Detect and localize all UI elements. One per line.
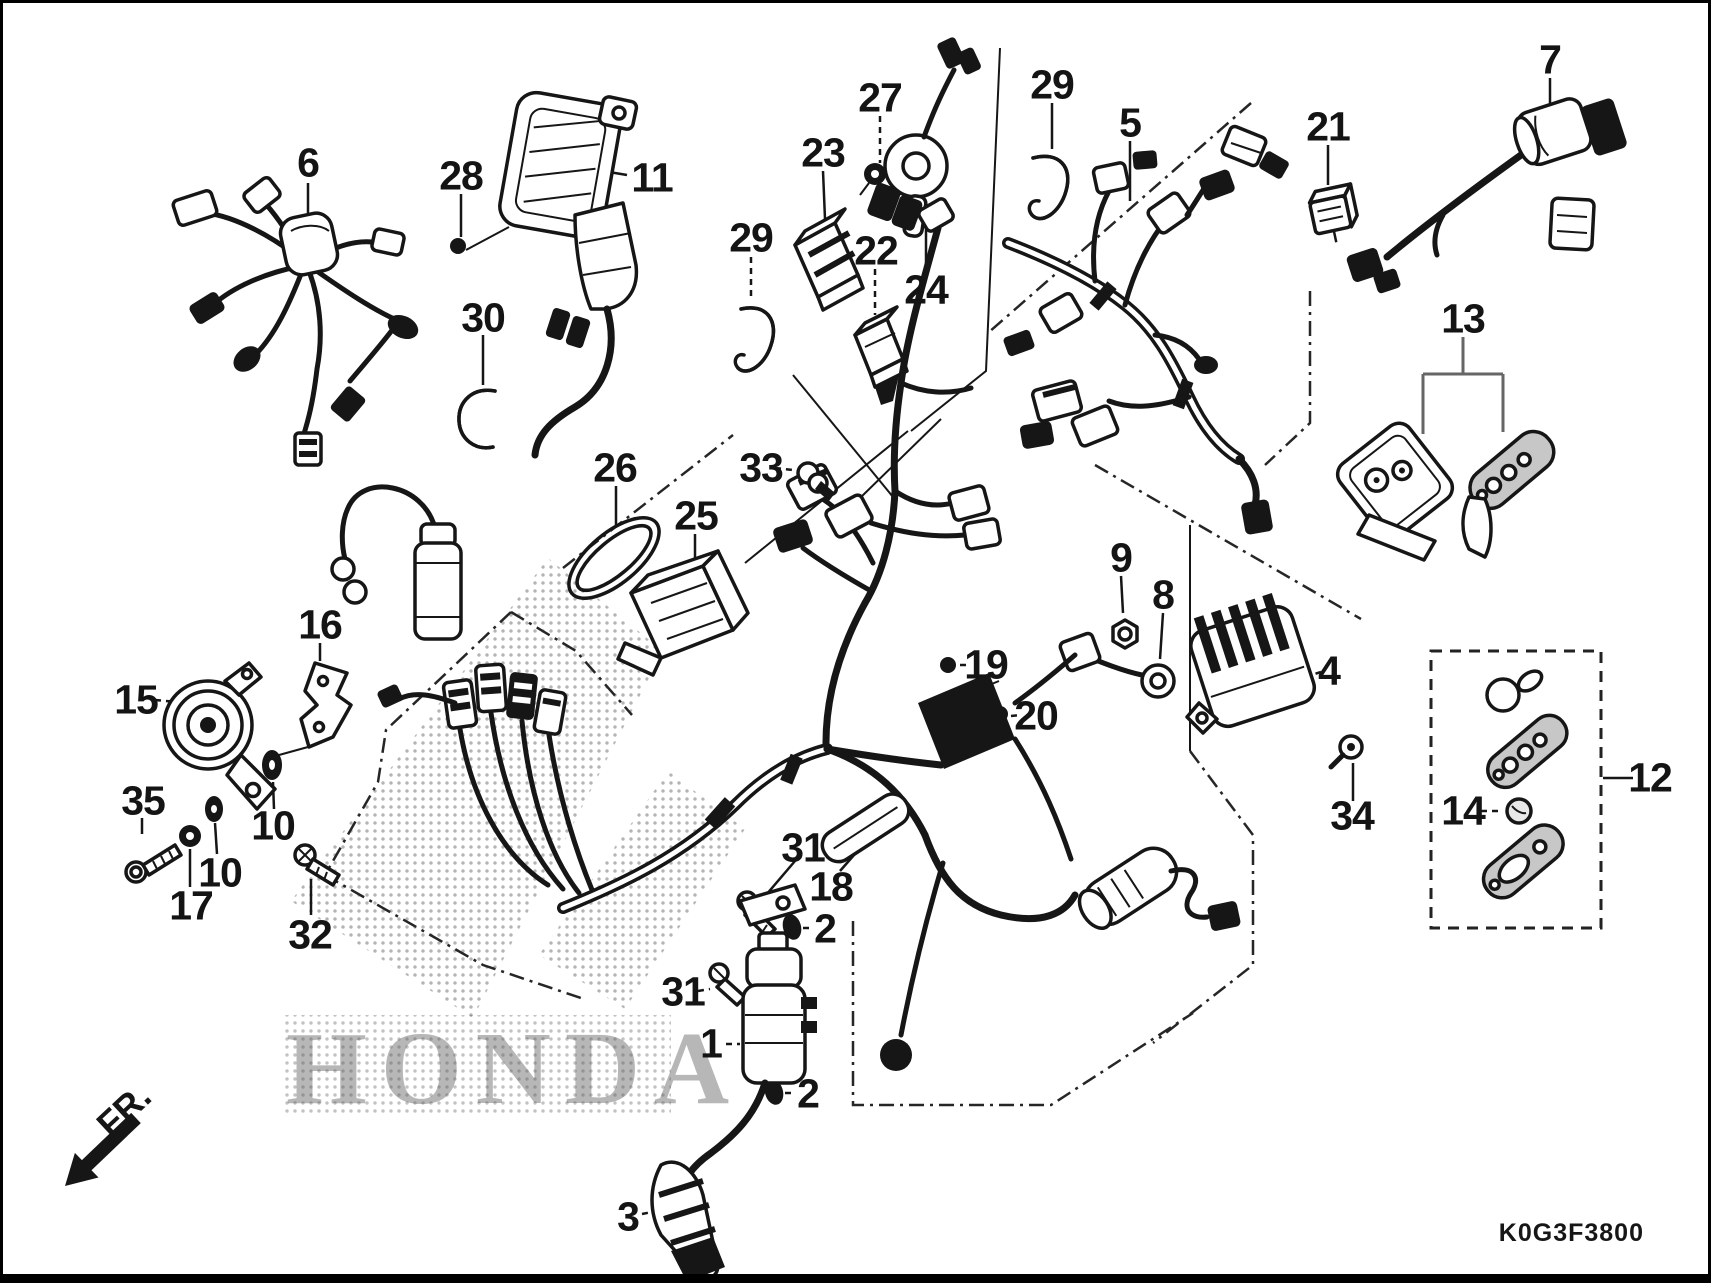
part-29-clip [733, 154, 1070, 373]
harness-connector-cluster [377, 662, 598, 900]
part-callout-17: 17 [169, 882, 214, 929]
part-3-plug-cap [650, 1160, 725, 1274]
part-10-grommets [205, 750, 282, 822]
part-4-regulator [1185, 593, 1317, 735]
part-9-nut [1111, 618, 1139, 650]
part-callout-29: 29 [729, 214, 774, 261]
part-callout-21: 21 [1306, 103, 1351, 150]
part-callout-3: 3 [617, 1193, 640, 1240]
part-34-bolt [1328, 734, 1364, 770]
part-callout-30: 30 [461, 294, 506, 341]
part-callout-2: 2 [814, 905, 837, 952]
harness-line-art: HONDA [65, 37, 1633, 1274]
part-callout-19: 19 [964, 641, 1009, 688]
ecu-unit [918, 657, 1015, 769]
part-16-bracket [278, 661, 353, 756]
part-callout-6: 6 [297, 139, 320, 186]
part-28-screw [450, 226, 510, 254]
part-32-screw [293, 843, 341, 887]
bottom-right-branch [880, 736, 1241, 1071]
part-callout-10: 10 [251, 802, 296, 849]
part-callout-20: 20 [1014, 692, 1059, 739]
part-callout-31: 31 [781, 824, 826, 871]
part-callout-16: 16 [298, 601, 343, 648]
part-callout-12: 12 [1628, 754, 1673, 801]
part-callout-18: 18 [809, 863, 854, 910]
part-callout-23: 23 [801, 129, 846, 176]
part-callout-31: 31 [661, 968, 706, 1015]
part-callout-35: 35 [121, 777, 166, 824]
part-18-cover [820, 792, 911, 864]
part-23-relay [793, 207, 865, 312]
part-callout-32: 32 [288, 911, 333, 958]
part-26-seal [567, 516, 661, 600]
part-callout-8: 8 [1152, 571, 1175, 618]
part-callout-4: 4 [1318, 647, 1341, 694]
part-callout-24: 24 [904, 266, 949, 313]
part-17-washer [179, 825, 201, 847]
part-21-connector [1307, 182, 1359, 243]
part-callout-27: 27 [858, 74, 903, 121]
part-callout-34: 34 [1330, 792, 1375, 839]
part-15-horn [162, 661, 277, 811]
honda-watermark: HONDA [286, 1011, 743, 1126]
part-6-sub-harness [171, 175, 419, 467]
part-1-ignition-coil [677, 883, 817, 1201]
part-callout-7: 7 [1539, 36, 1562, 83]
fr-arrow-icon [65, 1112, 141, 1186]
part-8-grommet [1012, 631, 1176, 706]
main-trunk [557, 743, 945, 914]
part-27-grommet [859, 163, 886, 196]
part-33-bolt [796, 461, 835, 501]
part-callout-33: 33 [739, 444, 784, 491]
part-35-screw [124, 843, 183, 884]
fr-arrow: FR. [65, 1075, 159, 1186]
part-callout-14: 14 [1441, 787, 1486, 834]
part-22-relay [853, 305, 909, 405]
part-callout-10: 10 [198, 849, 243, 896]
part-callout-29: 29 [1030, 61, 1075, 108]
part-callout-5: 5 [1119, 99, 1142, 146]
part-30-clip [457, 388, 497, 450]
part-callout-1: 1 [700, 1020, 723, 1067]
part-callout-11: 11 [631, 154, 673, 201]
part-callout-13: 13 [1441, 295, 1486, 342]
diagram-code: K0G3F3800 [1498, 1219, 1644, 1247]
part-25-cdi [616, 549, 750, 677]
part-5-main-harness [1002, 124, 1289, 535]
part-callout-25: 25 [674, 492, 719, 539]
part-7-switch [1346, 97, 1627, 294]
fr-direction-label: FR. [88, 1075, 158, 1145]
part-callout-9: 9 [1110, 534, 1133, 581]
part-11-coil [498, 90, 639, 459]
part-12-key-set [1429, 649, 1603, 930]
part-callout-28: 28 [439, 152, 484, 199]
part-callout-15: 15 [114, 676, 159, 723]
part-callout-22: 22 [854, 227, 899, 274]
part-callout-2: 2 [797, 1070, 820, 1117]
part-callout-26: 26 [593, 444, 638, 491]
condenser [330, 484, 463, 641]
part-13-key-unit [1335, 421, 1556, 562]
